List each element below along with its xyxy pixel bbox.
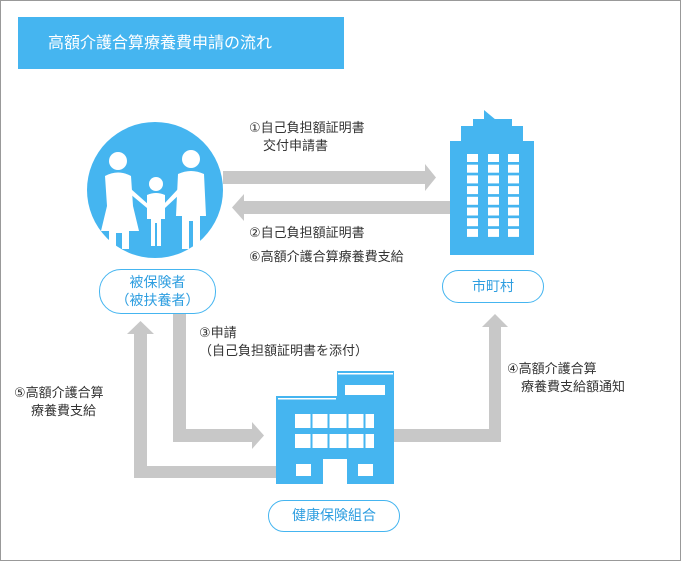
building-window bbox=[467, 207, 478, 216]
step-5-line-2: 療養費支給 bbox=[31, 404, 97, 419]
building-window bbox=[508, 228, 519, 237]
building-window bbox=[488, 218, 499, 227]
step-4-line-1: ④高額介護合算 bbox=[507, 362, 597, 377]
arrow-4-up bbox=[394, 314, 508, 442]
node-insured-person: 被保険者 （被扶養者） bbox=[99, 269, 216, 314]
building-window bbox=[508, 164, 519, 173]
building-window bbox=[508, 196, 519, 205]
building-window bbox=[467, 228, 478, 237]
step-1-line-1: ①自己負担額証明書 bbox=[249, 121, 365, 136]
insurer-label: 健康保険組合 bbox=[292, 508, 376, 524]
building-window bbox=[467, 164, 478, 173]
building-window bbox=[508, 207, 519, 216]
step-1-label: ①自己負担額証明書 交付申請書 bbox=[249, 120, 365, 156]
step-5-label: ⑤高額介護合算 療養費支給 bbox=[14, 385, 104, 421]
building-window bbox=[488, 207, 499, 216]
building-window bbox=[488, 196, 499, 205]
municipality-building-icon bbox=[450, 110, 534, 255]
arrow-5-up bbox=[127, 321, 276, 478]
dependent-label: （被扶養者） bbox=[115, 292, 200, 309]
arrow-1-right bbox=[223, 164, 436, 191]
step-3-line-1: ③申請 bbox=[199, 326, 237, 341]
arrow-3-down-right bbox=[173, 314, 264, 449]
step-2-label: ②自己負担額証明書 bbox=[249, 226, 365, 241]
building-window bbox=[488, 228, 499, 237]
building-window bbox=[467, 218, 478, 227]
step-3-label: ③申請 （自己負担額証明書を添付） bbox=[199, 325, 368, 361]
building-window bbox=[467, 186, 478, 195]
step-3-line-2: （自己負担額証明書を添付） bbox=[199, 344, 369, 359]
step-6-label: ⑥高額介護合算療養費支給 bbox=[249, 250, 404, 265]
family-icon bbox=[87, 122, 223, 258]
building-window bbox=[488, 186, 499, 195]
building-window bbox=[488, 175, 499, 184]
step-4-line-2: 療養費支給額通知 bbox=[521, 380, 626, 395]
building-window bbox=[467, 154, 478, 162]
insurer-building-icon bbox=[276, 371, 394, 484]
building-window bbox=[488, 164, 499, 173]
building-window bbox=[508, 186, 519, 195]
node-health-insurance-society: 健康保険組合 bbox=[268, 500, 400, 532]
insured-label: 被保険者 bbox=[129, 274, 186, 291]
step-5-line-1: ⑤高額介護合算 bbox=[14, 386, 104, 401]
building-window bbox=[508, 154, 519, 162]
building-window bbox=[467, 196, 478, 205]
node-municipality: 市町村 bbox=[442, 270, 544, 303]
building-window bbox=[508, 175, 519, 184]
arrow-2-left bbox=[232, 194, 450, 221]
building-window bbox=[467, 175, 478, 184]
municipality-label: 市町村 bbox=[472, 278, 514, 295]
step-1-line-2: 交付申請書 bbox=[263, 139, 329, 154]
building-window bbox=[508, 218, 519, 227]
page-title: 高額介護合算療養費申請の流れ bbox=[18, 17, 344, 69]
building-window bbox=[488, 154, 499, 162]
step-4-label: ④高額介護合算 療養費支給額通知 bbox=[507, 361, 625, 397]
